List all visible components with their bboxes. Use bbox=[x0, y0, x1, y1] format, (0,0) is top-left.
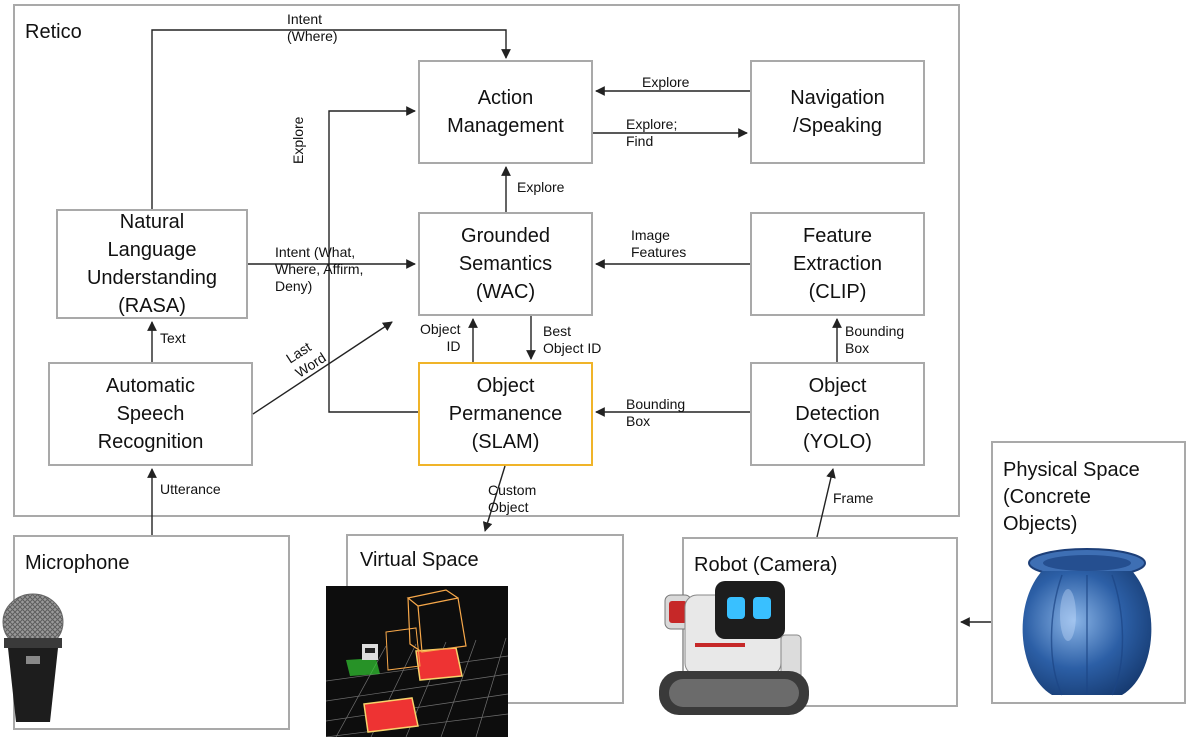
label-text: Text bbox=[160, 330, 186, 346]
microphone-label: Microphone bbox=[25, 552, 130, 574]
object-detection-node: Object Detection (YOLO) bbox=[750, 362, 925, 466]
label-image-features: Image Features bbox=[631, 227, 687, 260]
retico-frame bbox=[13, 4, 960, 517]
label-utterance: Utterance bbox=[160, 481, 221, 497]
label-best-object-id: Best Object ID bbox=[543, 323, 602, 356]
action-management-node: Action Management bbox=[418, 60, 593, 164]
microphone-photo bbox=[2, 593, 64, 722]
edge-permanence-to-virtual bbox=[482, 465, 506, 532]
robot-camera-label: Robot (Camera) bbox=[694, 554, 838, 576]
grounded-semantics-node: Grounded Semantics (WAC) bbox=[418, 212, 593, 316]
label-custom-object: Custom Object bbox=[488, 482, 537, 515]
edge-robot-to-detection bbox=[816, 468, 836, 538]
object-permanence-node: Object Permanence (SLAM) bbox=[418, 362, 593, 466]
nlu-node: Natural Language Understanding (RASA) bbox=[56, 209, 248, 319]
label-explore-vertical: Explore bbox=[290, 116, 306, 164]
label-explore-find: Explore; Find bbox=[626, 116, 678, 149]
label-object-id: Object ID bbox=[420, 321, 461, 354]
retico-title: Retico bbox=[25, 21, 82, 43]
asr-node: Automatic Speech Recognition bbox=[48, 362, 253, 466]
edge-asr-to-grounded bbox=[252, 321, 393, 415]
edge-permanence-explore-to-action bbox=[328, 106, 418, 413]
cozmo-robot-photo bbox=[659, 581, 809, 715]
label-frame: Frame bbox=[833, 490, 874, 506]
feature-extraction-node: Feature Extraction (CLIP) bbox=[750, 212, 925, 316]
label-intent-where: Intent (Where) bbox=[287, 11, 338, 44]
virtual-space-render bbox=[326, 586, 508, 737]
navigation-speaking-node: Navigation /Speaking bbox=[750, 60, 925, 164]
label-explore-nav: Explore bbox=[642, 74, 690, 90]
label-explore-up: Explore bbox=[517, 179, 565, 195]
label-bbox-feature: Bounding Box bbox=[845, 323, 905, 356]
virtual-space-label: Virtual Space bbox=[360, 549, 479, 571]
blue-vase-photo bbox=[1022, 548, 1152, 696]
physical-space-label: Physical Space (Concrete Objects) bbox=[1003, 459, 1140, 535]
label-bbox-permanence: Bounding Box bbox=[626, 396, 686, 429]
edge-nlu-to-action bbox=[151, 29, 511, 209]
label-intent-what: Intent (What, Where, Affirm, Deny) bbox=[275, 244, 364, 294]
